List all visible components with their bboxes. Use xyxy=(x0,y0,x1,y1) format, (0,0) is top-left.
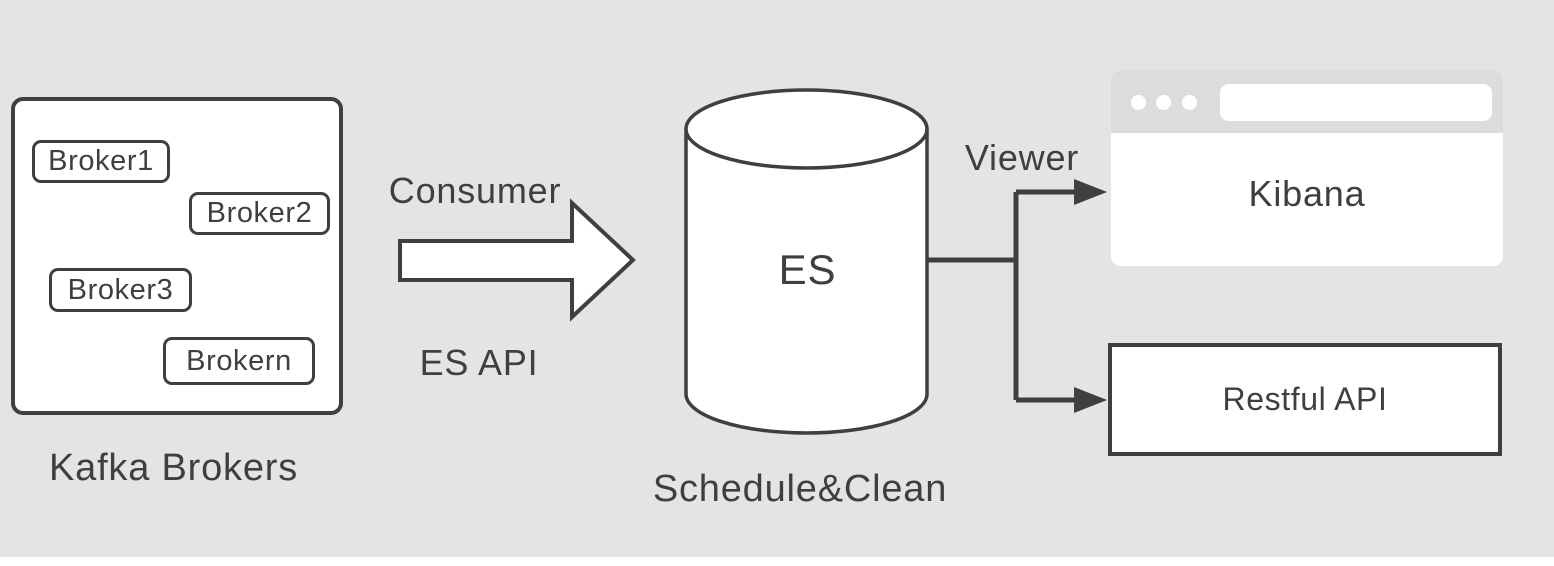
es-api-label: ES API xyxy=(419,342,539,383)
broker-2-label: Broker2 xyxy=(206,197,313,229)
arrowhead-to-kibana-icon xyxy=(1074,179,1107,205)
kibana-browser-window: Kibana xyxy=(1111,70,1503,266)
broker-n-label: Brokern xyxy=(186,344,292,377)
broker-node-1: Broker1 xyxy=(32,140,170,183)
viewer-label: Viewer xyxy=(964,137,1080,178)
broker-node-3: Broker3 xyxy=(49,268,192,312)
broker-3-label: Broker3 xyxy=(67,273,174,306)
arrowhead-to-restful-icon xyxy=(1074,387,1107,413)
window-control-dot-icon xyxy=(1182,95,1197,110)
restful-api-box: Restful API xyxy=(1108,343,1502,456)
es-node-label: ES xyxy=(778,246,837,293)
broker-node-n: Brokern xyxy=(163,337,315,385)
es-cylinder-shape xyxy=(684,88,929,435)
window-control-dot-icon xyxy=(1131,95,1146,110)
window-control-dot-icon xyxy=(1156,95,1171,110)
browser-address-bar xyxy=(1220,84,1492,121)
connector-lines xyxy=(927,189,1080,403)
bottom-white-strip xyxy=(0,557,1554,566)
schedule-clean-caption: Schedule&Clean xyxy=(652,468,948,510)
consumer-block-arrow-shape xyxy=(398,198,636,322)
broker-1-label: Broker1 xyxy=(48,145,154,177)
browser-content-area: Kibana xyxy=(1111,133,1503,266)
kibana-label: Kibana xyxy=(1248,172,1366,214)
broker-node-2: Broker2 xyxy=(189,192,330,235)
kafka-brokers-group-box: Broker1 Broker2 Broker3 Brokern xyxy=(11,97,343,415)
restful-api-label: Restful API xyxy=(1222,381,1388,417)
es-cylinder-top-ellipse xyxy=(684,128,929,170)
kafka-brokers-caption: Kafka Brokers xyxy=(49,447,299,489)
consumer-label: Consumer xyxy=(388,170,562,211)
browser-titlebar xyxy=(1111,70,1503,133)
